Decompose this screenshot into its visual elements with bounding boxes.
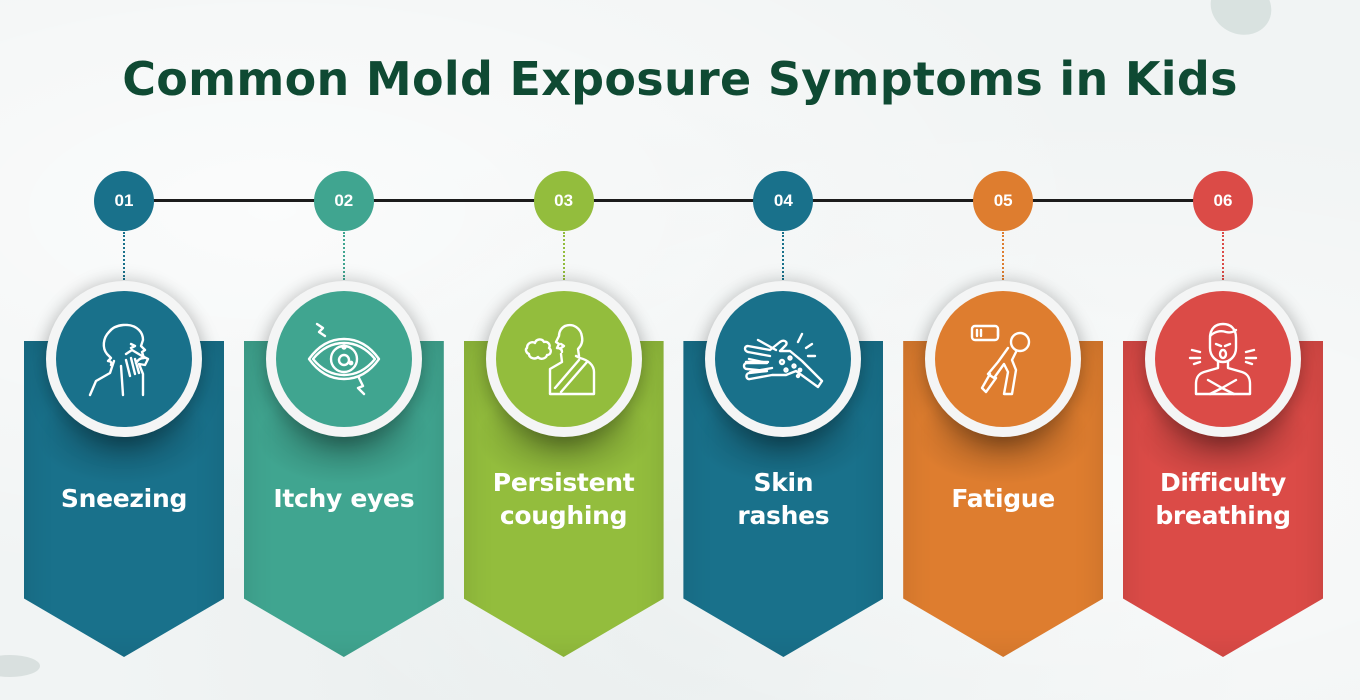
dotted-connector (1002, 232, 1005, 280)
step-number-badge: 04 (753, 171, 814, 231)
symptom-step-06: 06 Difficulty breathing (1123, 0, 1343, 700)
icon-disc (495, 291, 632, 427)
symptom-step-02: 02 Itchy eyes (243, 0, 464, 700)
symptom-label: Skin rashes (683, 466, 883, 532)
symptom-label: Itchy eyes (244, 482, 444, 515)
icon-ring (705, 281, 862, 437)
icon-ring (1145, 281, 1301, 437)
dotted-connector (123, 232, 125, 280)
dotted-connector (782, 232, 785, 280)
step-number: 06 (1213, 191, 1233, 210)
symptom-step-03: 03 Persistent coughing (463, 0, 684, 700)
decorative-blob (0, 655, 40, 677)
icon-ring (925, 281, 1082, 437)
step-number-badge: 05 (973, 171, 1034, 231)
icon-ring (265, 281, 422, 437)
step-number-badge: 02 (313, 171, 374, 231)
symptom-label-line1: Fatigue (951, 484, 1055, 513)
symptom-label-line2: coughing (499, 501, 628, 530)
symptom-label-line2: breathing (1155, 501, 1291, 530)
symptom-step-05: 05 Fatigue (903, 0, 1123, 700)
icon-disc (56, 291, 192, 427)
timeline-connector (124, 199, 1222, 202)
symptom-label-line1: Sneezing (60, 484, 188, 513)
symptom-label: Difficulty breathing (1123, 466, 1323, 532)
icon-disc (715, 291, 852, 427)
step-number-badge: 06 (1193, 171, 1253, 231)
step-number: 03 (554, 191, 574, 210)
icon-disc (935, 291, 1072, 427)
icon-ring (46, 281, 202, 437)
icon-disc (275, 291, 412, 427)
rash-hand-icon (738, 314, 828, 404)
symptom-label-line2: rashes (737, 501, 830, 530)
step-number: 05 (993, 191, 1013, 210)
symptom-step-01: 01 Sneezing (24, 0, 244, 700)
step-number-badge: 03 (533, 171, 594, 231)
icon-disc (1155, 291, 1291, 427)
breathing-difficulty-icon (1178, 314, 1268, 404)
symptom-label-line1: Persistent (492, 468, 635, 497)
itchy-eye-icon (299, 314, 389, 404)
dotted-connector (1222, 232, 1224, 280)
symptom-label: Sneezing (24, 482, 224, 515)
symptom-label-line1: Itchy eyes (273, 484, 415, 513)
symptom-label: Fatigue (903, 482, 1103, 515)
sneezing-person-icon (79, 314, 169, 404)
step-number: 02 (334, 191, 354, 210)
symptom-label-line1: Skin (753, 468, 814, 497)
symptom-step-04: 04 Skin rashes (683, 0, 903, 700)
step-number: 01 (114, 191, 134, 210)
dotted-connector (342, 232, 345, 280)
page-title: Common Mold Exposure Symptoms in Kids (122, 52, 1238, 106)
symptom-label: Persistent coughing (464, 466, 664, 532)
symptom-label-line1: Difficulty (1159, 468, 1287, 497)
icon-ring (485, 281, 642, 437)
step-number-badge: 01 (94, 171, 154, 231)
dotted-connector (562, 232, 565, 280)
step-number: 04 (773, 191, 793, 210)
coughing-person-icon (519, 314, 609, 404)
tired-person-battery-icon (958, 314, 1048, 404)
